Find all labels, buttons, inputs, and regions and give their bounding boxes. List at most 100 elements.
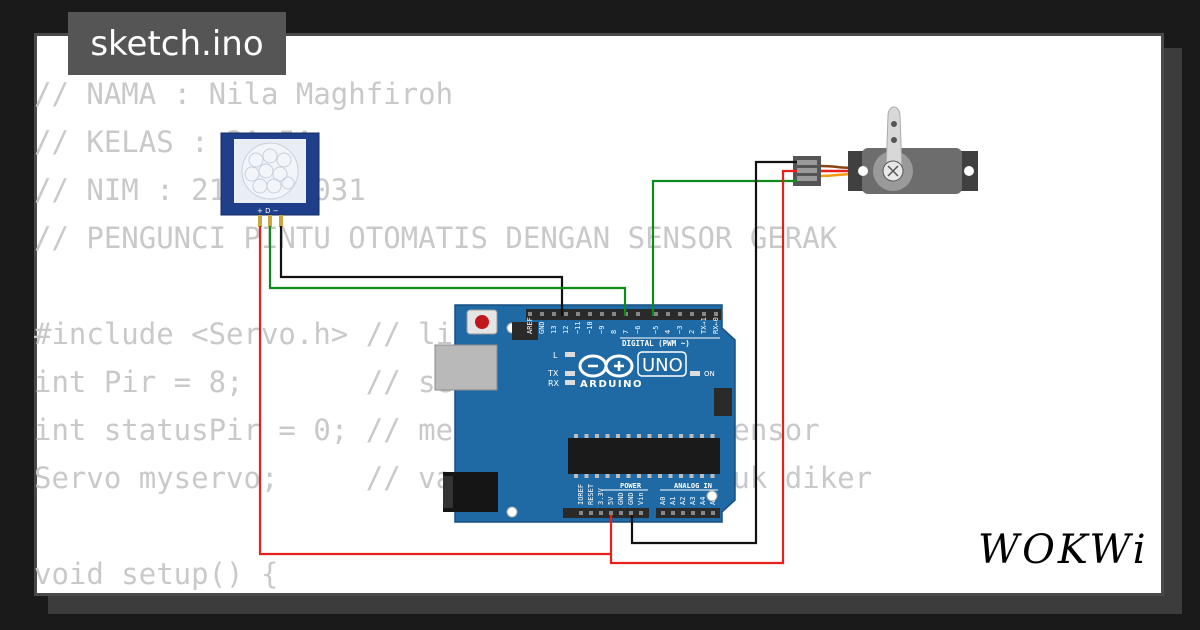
header-pin[interactable]	[661, 511, 665, 515]
power-header	[563, 508, 649, 518]
pin-label: 2	[688, 330, 696, 334]
digital-label: DIGITAL (PWM ~)	[622, 339, 690, 348]
header-pin[interactable]	[612, 312, 616, 316]
chip-leg	[700, 474, 704, 478]
header-pin[interactable]	[636, 312, 640, 316]
pin-label: A2	[679, 497, 687, 505]
led-tx-label: TX	[547, 369, 559, 378]
header-pin[interactable]	[654, 312, 658, 316]
pin-label: Vin	[637, 492, 645, 505]
header-pin[interactable]	[564, 312, 568, 316]
pin-label: GND	[627, 492, 635, 505]
file-tab[interactable]: sketch.ino	[68, 12, 286, 75]
header-pin[interactable]	[678, 312, 682, 316]
chip-leg	[668, 474, 673, 478]
header-pin[interactable]	[579, 511, 583, 515]
wire-pir-gnd	[279, 226, 564, 316]
power-label: POWER	[620, 482, 642, 490]
header-pin[interactable]	[671, 511, 675, 515]
led-tx	[565, 371, 575, 376]
chip-leg	[595, 474, 599, 478]
digital-header	[526, 309, 721, 320]
pin-label: TX→1	[700, 317, 708, 334]
chip-leg	[700, 434, 704, 438]
pin-label: 12	[562, 326, 570, 334]
arduino-brand: ARDUINO	[580, 379, 643, 390]
chip-leg	[584, 434, 589, 438]
chip-leg	[616, 474, 620, 478]
led-rx	[565, 380, 575, 385]
chip-leg	[679, 434, 683, 438]
header-pin[interactable]	[588, 312, 592, 316]
header-pin[interactable]	[540, 312, 544, 316]
header-pin[interactable]	[666, 312, 670, 316]
header-pin[interactable]	[681, 511, 685, 515]
wires	[258, 160, 797, 565]
header-pin[interactable]	[701, 511, 705, 515]
pin-label: 7	[622, 330, 630, 334]
icsp-header	[512, 322, 732, 416]
chip-leg	[679, 474, 683, 478]
pir-lens	[241, 142, 299, 200]
analog-label: ANALOG IN	[674, 482, 712, 490]
chip-leg	[637, 434, 641, 438]
pin-label: ~3	[676, 326, 684, 334]
pin-label: A4	[699, 497, 707, 505]
wire-servo-gnd	[630, 160, 797, 545]
header-pin[interactable]	[599, 511, 603, 515]
pir-pin-labels: + D −	[257, 207, 279, 215]
pin-label: 13	[550, 326, 558, 334]
chip-leg	[647, 434, 652, 438]
header-pin[interactable]	[629, 511, 633, 515]
chip-leg	[616, 434, 620, 438]
arduino-model: UNO	[642, 355, 683, 376]
code-line: void setup() {	[34, 557, 279, 591]
header-pin[interactable]	[576, 312, 580, 316]
code-line: // PENGUNCI PINTU OTOMATIS DENGAN SENSOR…	[34, 221, 838, 255]
header-pin[interactable]	[619, 511, 623, 515]
wokwi-logo: WOKWi	[978, 527, 1149, 573]
header-pin[interactable]	[528, 312, 532, 316]
pin-label: RESET	[587, 483, 595, 505]
header-pin[interactable]	[714, 312, 718, 316]
chip-leg	[595, 434, 599, 438]
arduino-infinity-logo	[578, 354, 634, 378]
chip-leg	[710, 474, 715, 478]
chip-leg	[658, 474, 662, 478]
chip-leg	[574, 474, 578, 478]
chip-leg	[605, 434, 610, 438]
header-pin[interactable]	[711, 511, 715, 515]
header-pin[interactable]	[609, 511, 613, 515]
header-pin[interactable]	[639, 511, 643, 515]
chip-leg	[574, 434, 578, 438]
pin-label: A3	[689, 497, 697, 505]
wire-servo-vcc	[609, 169, 797, 565]
pin-label: ~11	[574, 321, 582, 334]
pin-label: RX←0	[712, 317, 720, 334]
pin-label: ~6	[634, 326, 642, 334]
pin-label: 4	[664, 330, 672, 334]
chip-leg	[668, 434, 673, 438]
pin-label: GND	[617, 492, 625, 505]
servo-motor[interactable]	[793, 106, 978, 194]
pin-label: GND	[538, 321, 546, 334]
header-pin[interactable]	[691, 511, 695, 515]
header-pin[interactable]	[552, 312, 556, 316]
pir-motion-sensor[interactable]: + D −	[220, 132, 320, 227]
pin-label: A0	[659, 497, 667, 505]
pin-label: 8	[610, 330, 618, 334]
led-rx-label: RX	[548, 379, 560, 388]
chip-leg	[689, 474, 694, 478]
chip-leg	[647, 474, 652, 478]
header-pin[interactable]	[702, 312, 706, 316]
header-pin[interactable]	[690, 312, 694, 316]
header-pin[interactable]	[600, 312, 604, 316]
chip-leg	[584, 474, 589, 478]
wire-servo-signal	[651, 179, 797, 316]
pin-label: ~9	[598, 326, 606, 334]
header-pin[interactable]	[589, 511, 593, 515]
chip-leg	[626, 474, 631, 478]
pin-label: ~10	[586, 321, 594, 334]
